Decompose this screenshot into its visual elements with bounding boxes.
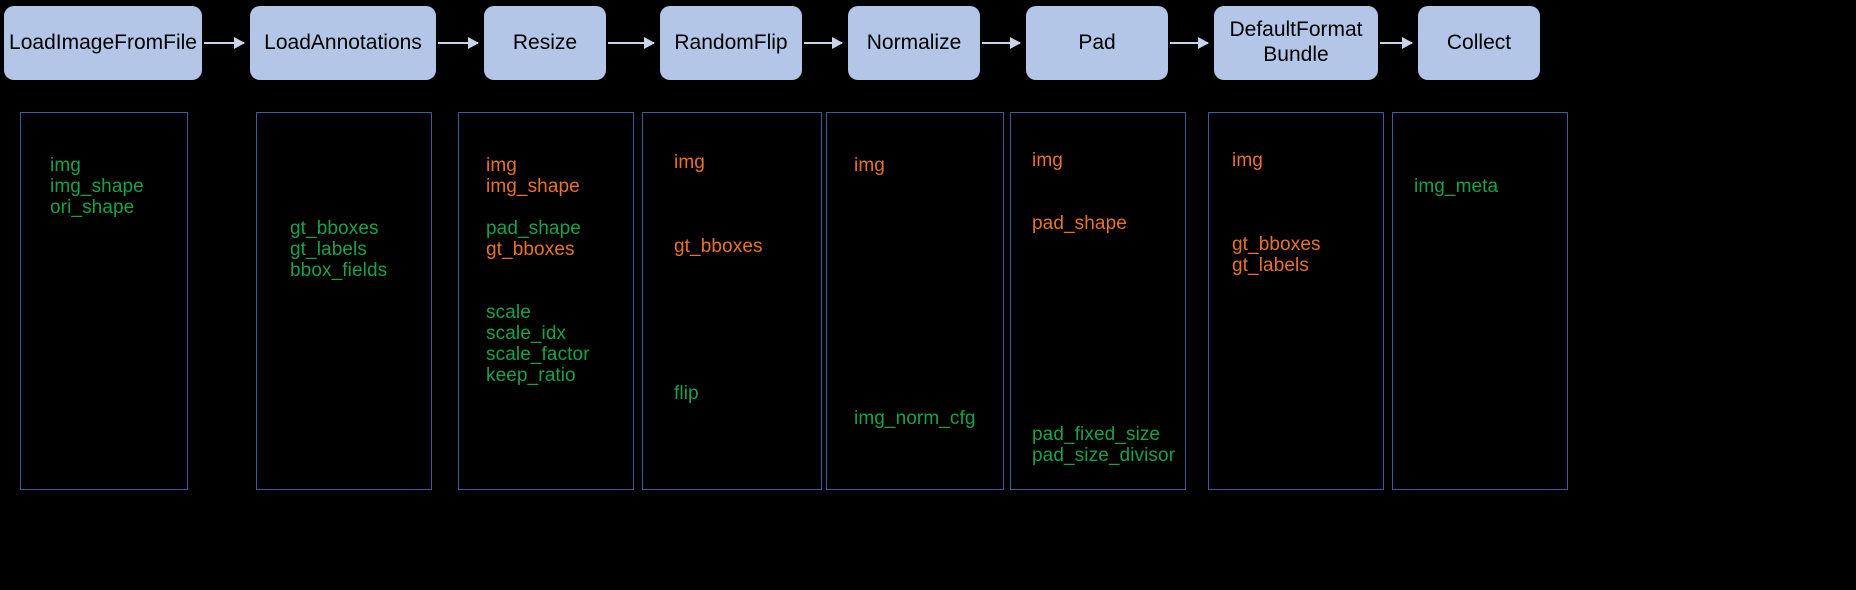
field-pad-size-divisor: pad_size_divisor xyxy=(1032,445,1176,466)
field-img: img xyxy=(1032,150,1063,171)
field-scale: scale xyxy=(486,302,531,323)
stage-normalize[interactable]: Normalize xyxy=(848,6,980,80)
field-flip: flip xyxy=(674,383,699,404)
field-scale-idx: scale_idx xyxy=(486,323,567,344)
field-gt-labels: gt_labels xyxy=(290,239,367,260)
arrow-4 xyxy=(804,37,843,49)
arrow-5 xyxy=(982,37,1021,49)
field-img: img xyxy=(854,155,885,176)
arrow-1 xyxy=(204,37,245,49)
stage-load-image-from-file[interactable]: LoadImageFromFile xyxy=(4,6,202,80)
field-img-shape: img_shape xyxy=(486,176,580,197)
arrow-6 xyxy=(1170,37,1209,49)
panel-pad xyxy=(1010,112,1186,490)
field-img: img xyxy=(486,155,517,176)
stage-pad[interactable]: Pad xyxy=(1026,6,1168,80)
panel-resize xyxy=(458,112,634,490)
panel-default-format-bundle xyxy=(1208,112,1384,490)
field-gt-bboxes: gt_bboxes xyxy=(290,218,379,239)
field-img-shape: img_shape xyxy=(50,176,144,197)
field-img-norm-cfg: img_norm_cfg xyxy=(854,408,976,429)
panel-collect xyxy=(1392,112,1568,490)
field-pad-fixed-size: pad_fixed_size xyxy=(1032,424,1161,445)
field-bbox-fields: bbox_fields xyxy=(290,260,388,281)
field-img-meta: img_meta xyxy=(1414,176,1499,197)
field-gt-labels: gt_labels xyxy=(1232,255,1309,276)
field-img: img xyxy=(1232,150,1263,171)
panel-load-image-from-file xyxy=(20,112,188,490)
field-keep-ratio: keep_ratio xyxy=(486,365,576,386)
field-ori-shape: ori_shape xyxy=(50,197,135,218)
stage-random-flip[interactable]: RandomFlip xyxy=(660,6,802,80)
field-gt-bboxes: gt_bboxes xyxy=(486,239,575,260)
field-gt-bboxes: gt_bboxes xyxy=(1232,234,1321,255)
field-img: img xyxy=(674,152,705,173)
field-scale-factor: scale_factor xyxy=(486,344,590,365)
arrow-7 xyxy=(1380,37,1413,49)
field-pad-shape: pad_shape xyxy=(1032,213,1127,234)
panel-random-flip xyxy=(642,112,822,490)
stage-resize[interactable]: Resize xyxy=(484,6,606,80)
arrow-3 xyxy=(608,37,655,49)
field-pad-shape: pad_shape xyxy=(486,218,581,239)
panel-normalize xyxy=(826,112,1004,490)
stage-collect[interactable]: Collect xyxy=(1418,6,1540,80)
panel-load-annotations xyxy=(256,112,432,490)
field-img: img xyxy=(50,155,81,176)
field-gt-bboxes: gt_bboxes xyxy=(674,236,763,257)
stage-default-format-bundle[interactable]: DefaultFormat Bundle xyxy=(1214,6,1378,80)
stage-load-annotations[interactable]: LoadAnnotations xyxy=(250,6,436,80)
arrow-2 xyxy=(438,37,479,49)
